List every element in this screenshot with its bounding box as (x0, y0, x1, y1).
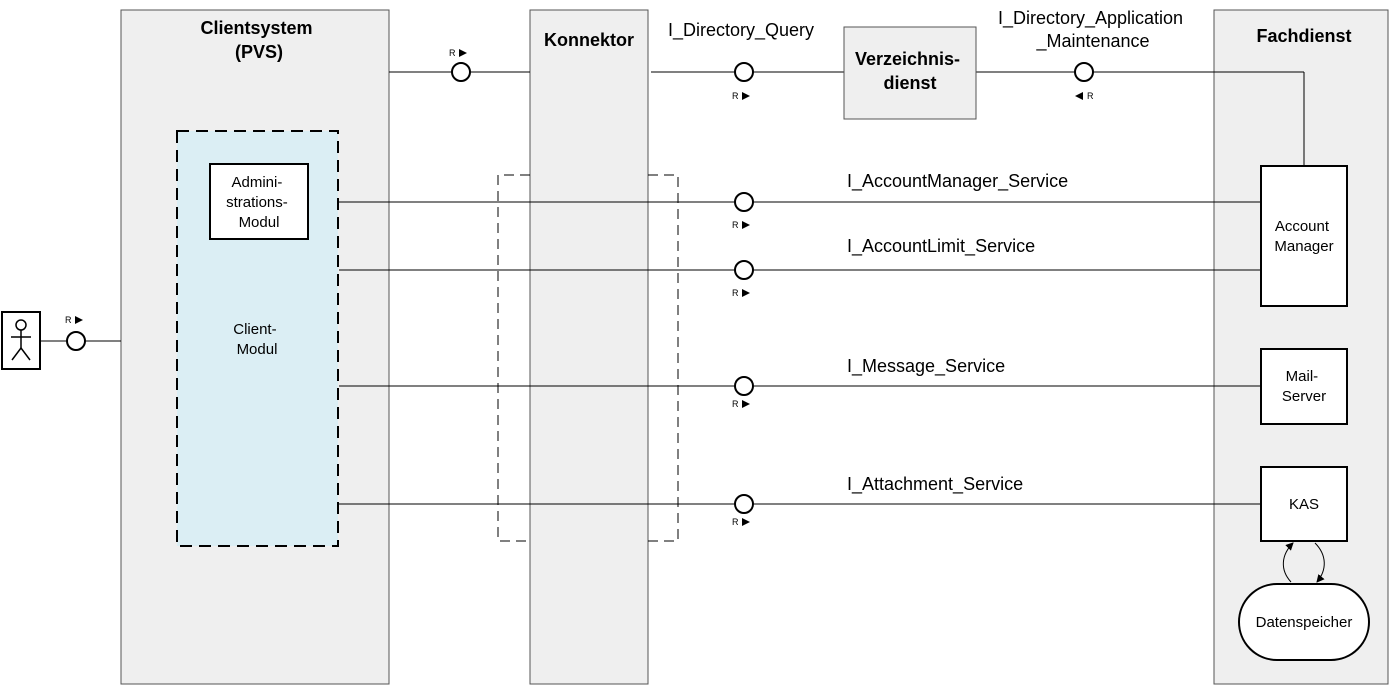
admin-module-box (209, 163, 309, 240)
svg-text:R: R (732, 91, 739, 101)
kas-datenspeicher-arrows (1282, 542, 1325, 583)
account-manager-box (1260, 165, 1348, 307)
verzeichnisdienst-label: Verzeichnis- dienst (855, 49, 965, 93)
datenspeicher-label: Datenspeicher (1256, 614, 1353, 631)
konnektor-container (529, 9, 649, 685)
r-marker: R (732, 220, 750, 230)
user-actor-icon (1, 311, 41, 370)
fachdienst-title: Fachdienst (1256, 26, 1351, 46)
account-manager-service-circle (734, 192, 754, 212)
clientsystem-title: Clientsystem (PVS) (200, 18, 317, 62)
svg-text:R: R (732, 288, 739, 298)
r-marker: R (1075, 91, 1094, 101)
konnektor-dashed-bracket (497, 174, 679, 542)
datenspeicher-storage (1238, 583, 1370, 661)
account-limit-service-circle (734, 260, 754, 280)
attachment-service-label: I_Attachment_Service (847, 474, 1023, 495)
directory-query-circle (734, 62, 754, 82)
svg-text:R: R (65, 315, 72, 325)
verzeichnisdienst-box (843, 26, 977, 120)
r-marker: R (732, 91, 750, 101)
konnektor-title: Konnektor (544, 30, 634, 50)
realization-markers: R R R R R R R R (65, 48, 1094, 527)
user-interface-circle (66, 331, 86, 351)
r-marker: R (732, 517, 750, 527)
client-module-label: Client- Modul (233, 321, 281, 358)
konnektor-interface-circle (451, 62, 471, 82)
svg-text:R: R (1087, 91, 1094, 101)
r-marker: R (732, 399, 750, 409)
account-manager-service-label: I_AccountManager_Service (847, 171, 1068, 192)
message-service-circle (734, 376, 754, 396)
mail-server-box (1260, 348, 1348, 425)
svg-text:R: R (732, 399, 739, 409)
svg-text:R: R (449, 48, 456, 58)
svg-text:R: R (732, 517, 739, 527)
kas-label: KAS (1289, 496, 1319, 513)
directory-query-label: I_Directory_Query (668, 20, 814, 41)
kas-box (1260, 466, 1348, 542)
svg-text:R: R (732, 220, 739, 230)
r-marker: R (449, 48, 467, 58)
mail-server-label: Mail- Server (1282, 368, 1326, 405)
connection-lines (40, 71, 1305, 505)
fachdienst-container (1213, 9, 1389, 685)
account-manager-label: Account Manager (1274, 218, 1333, 255)
directory-maintenance-circle (1074, 62, 1094, 82)
r-marker: R (732, 288, 750, 298)
attachment-service-circle (734, 494, 754, 514)
r-marker: R (65, 315, 83, 325)
directory-maintenance-label: I_Directory_Application _Maintenance (998, 8, 1188, 52)
admin-module-label: Admini- strations- Modul (226, 174, 292, 231)
interface-circles (66, 62, 1094, 514)
message-service-label: I_Message_Service (847, 356, 1005, 377)
account-limit-service-label: I_AccountLimit_Service (847, 236, 1035, 257)
